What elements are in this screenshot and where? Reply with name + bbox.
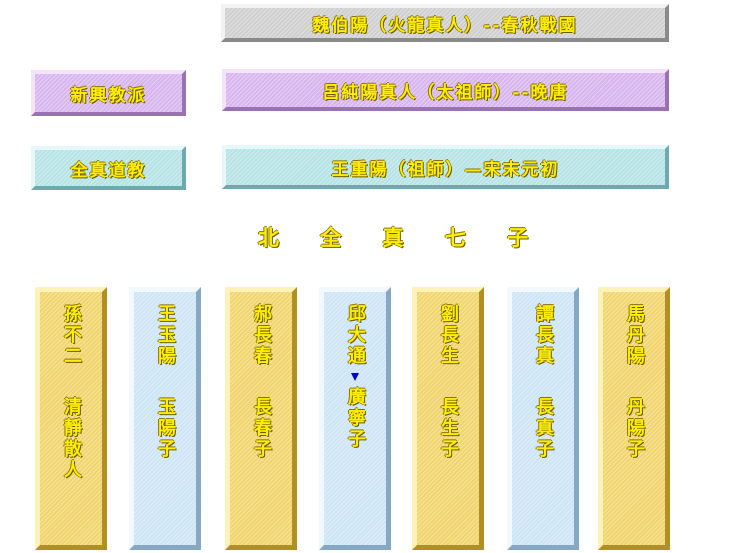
- disciple-name: 譚長真: [533, 304, 554, 367]
- side-label-new-sect: 新興教派: [31, 70, 186, 116]
- disciple-column-sun-buer: 孫不二 清靜散人: [35, 287, 107, 550]
- disciple-name: 王玉陽: [155, 304, 176, 367]
- disciple-title: 廣寧子: [345, 387, 366, 450]
- disciple-title: 丹陽子: [624, 397, 645, 460]
- disciple-title: 玉陽子: [155, 397, 176, 460]
- side-label-quanzhen-text: 全真道教: [70, 160, 147, 181]
- side-label-new-sect-text: 新興教派: [70, 85, 147, 106]
- disciple-title: 長生子: [438, 397, 459, 460]
- disciple-column-liu-changsheng: 劉長生 長生子: [412, 287, 484, 550]
- disciple-name: 邱大通: [345, 304, 366, 367]
- disciple-name: 孫不二: [61, 304, 82, 367]
- disciple-column-hao-changchun: 郝長春 長春子: [225, 287, 297, 550]
- disciple-title: 清靜散人: [61, 397, 82, 481]
- disciple-name: 劉長生: [438, 304, 459, 367]
- disciple-title: 長春子: [251, 397, 272, 460]
- disciple-column-ma-danyang: 馬丹陽 丹陽子: [598, 287, 670, 550]
- lineage-bar-wei-boyang-text: 魏伯陽（火龍真人）--春秋戰國: [312, 15, 578, 36]
- lineage-bar-lu-chunyang-text: 呂純陽真人（太祖師）--晚唐: [322, 82, 569, 103]
- disciple-column-wang-yuyang: 王玉陽 玉陽子: [129, 287, 201, 550]
- lineage-bar-wang-chongyang-text: 王重陽（祖師）—宋末元初: [331, 159, 560, 180]
- down-triangle-icon: [351, 373, 359, 381]
- lineage-bar-lu-chunyang: 呂純陽真人（太祖師）--晚唐: [222, 69, 669, 111]
- lineage-bar-wei-boyang: 魏伯陽（火龍真人）--春秋戰國: [221, 4, 669, 42]
- disciple-title: 長真子: [533, 397, 554, 460]
- disciple-column-tan-changzhen: 譚長真 長真子: [507, 287, 579, 550]
- lineage-bar-wang-chongyang: 王重陽（祖師）—宋末元初: [222, 145, 669, 189]
- disciple-column-qiu-datong: 邱大通 廣寧子: [319, 287, 391, 550]
- section-title: 北 全 真 七 子: [258, 225, 546, 250]
- disciple-name: 馬丹陽: [624, 304, 645, 367]
- side-label-quanzhen: 全真道教: [31, 146, 186, 190]
- disciple-name: 郝長春: [251, 304, 272, 367]
